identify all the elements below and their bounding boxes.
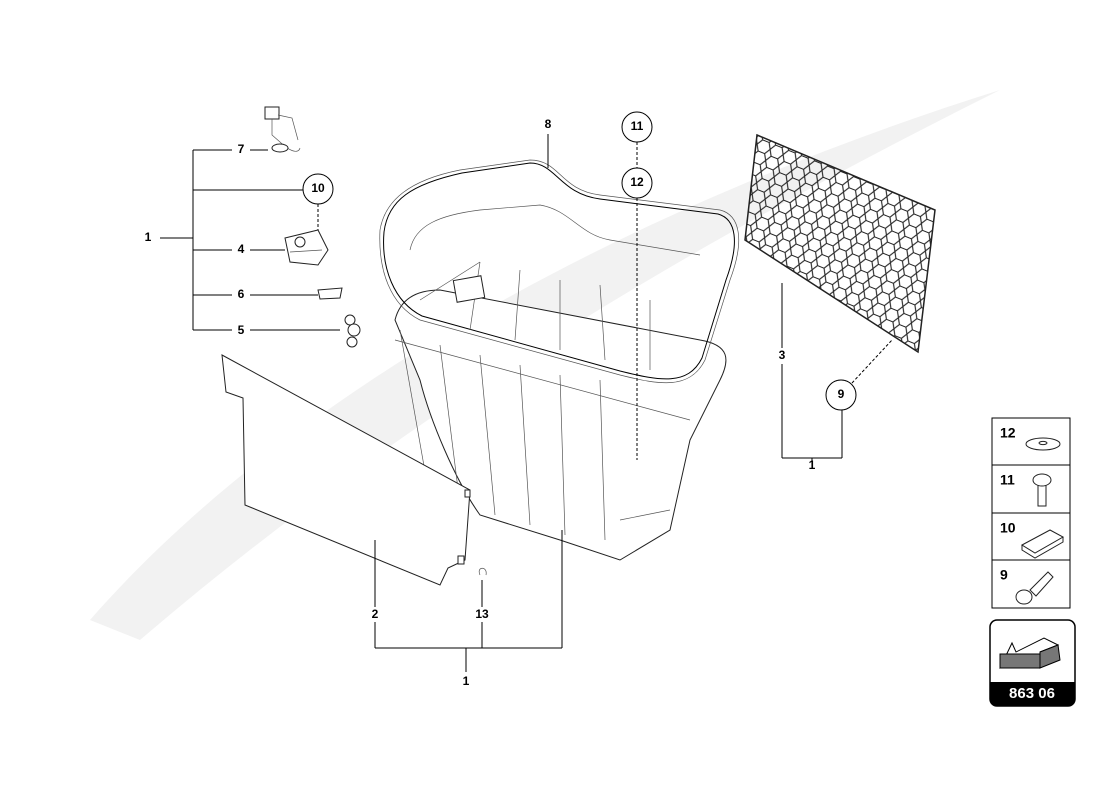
callout-10: 10 bbox=[311, 181, 325, 195]
part-luggage-tub bbox=[379, 159, 740, 561]
callout-7: 7 bbox=[238, 142, 245, 156]
part-5-socket bbox=[344, 314, 361, 348]
callout-4: 4 bbox=[238, 242, 245, 256]
part-2-cover-panel bbox=[221, 354, 471, 586]
callout-1-bottom: 1 bbox=[463, 674, 470, 688]
callout-9: 9 bbox=[838, 387, 845, 401]
washer-icon bbox=[1025, 437, 1061, 451]
bottom-group-bracket bbox=[374, 530, 563, 672]
callout-12: 12 bbox=[630, 175, 644, 189]
callout-6: 6 bbox=[238, 287, 245, 301]
legend-number-12: 12 bbox=[1000, 425, 1016, 441]
part-3-luggage-net bbox=[744, 133, 936, 354]
callout-8: 8 bbox=[545, 117, 552, 131]
diagram-code-badge: 863 06 bbox=[989, 619, 1076, 707]
part-4-lamp bbox=[284, 229, 329, 266]
fastener-legend: 12 11 10 9 bbox=[991, 417, 1071, 609]
part-7-lamp-wiring bbox=[264, 106, 301, 153]
callout-13: 13 bbox=[475, 607, 489, 621]
legend-number-9: 9 bbox=[1000, 567, 1008, 583]
diagram-code: 863 06 bbox=[1009, 685, 1055, 702]
callout-1-net: 1 bbox=[809, 458, 816, 472]
part-6-clip bbox=[317, 287, 343, 300]
legend-number-11: 11 bbox=[1000, 472, 1015, 488]
part-13-clip bbox=[478, 567, 487, 576]
callout-2: 2 bbox=[372, 607, 379, 621]
callout-11: 11 bbox=[631, 119, 644, 133]
left-group-bracket bbox=[160, 149, 340, 331]
watermark bbox=[90, 90, 1000, 640]
callout-1-left: 1 bbox=[145, 230, 152, 244]
callout-3: 3 bbox=[779, 348, 786, 362]
callout-5: 5 bbox=[238, 323, 245, 337]
legend-number-10: 10 bbox=[1000, 520, 1016, 536]
callout-circle-10 bbox=[302, 173, 334, 205]
net-group-bracket bbox=[781, 283, 893, 462]
expansion-rivet-icon bbox=[1015, 571, 1054, 605]
clip-icon bbox=[1020, 529, 1065, 559]
callout-circle-9 bbox=[825, 379, 857, 411]
screw-icon bbox=[1032, 473, 1052, 507]
arrow-icon bbox=[999, 637, 1061, 669]
